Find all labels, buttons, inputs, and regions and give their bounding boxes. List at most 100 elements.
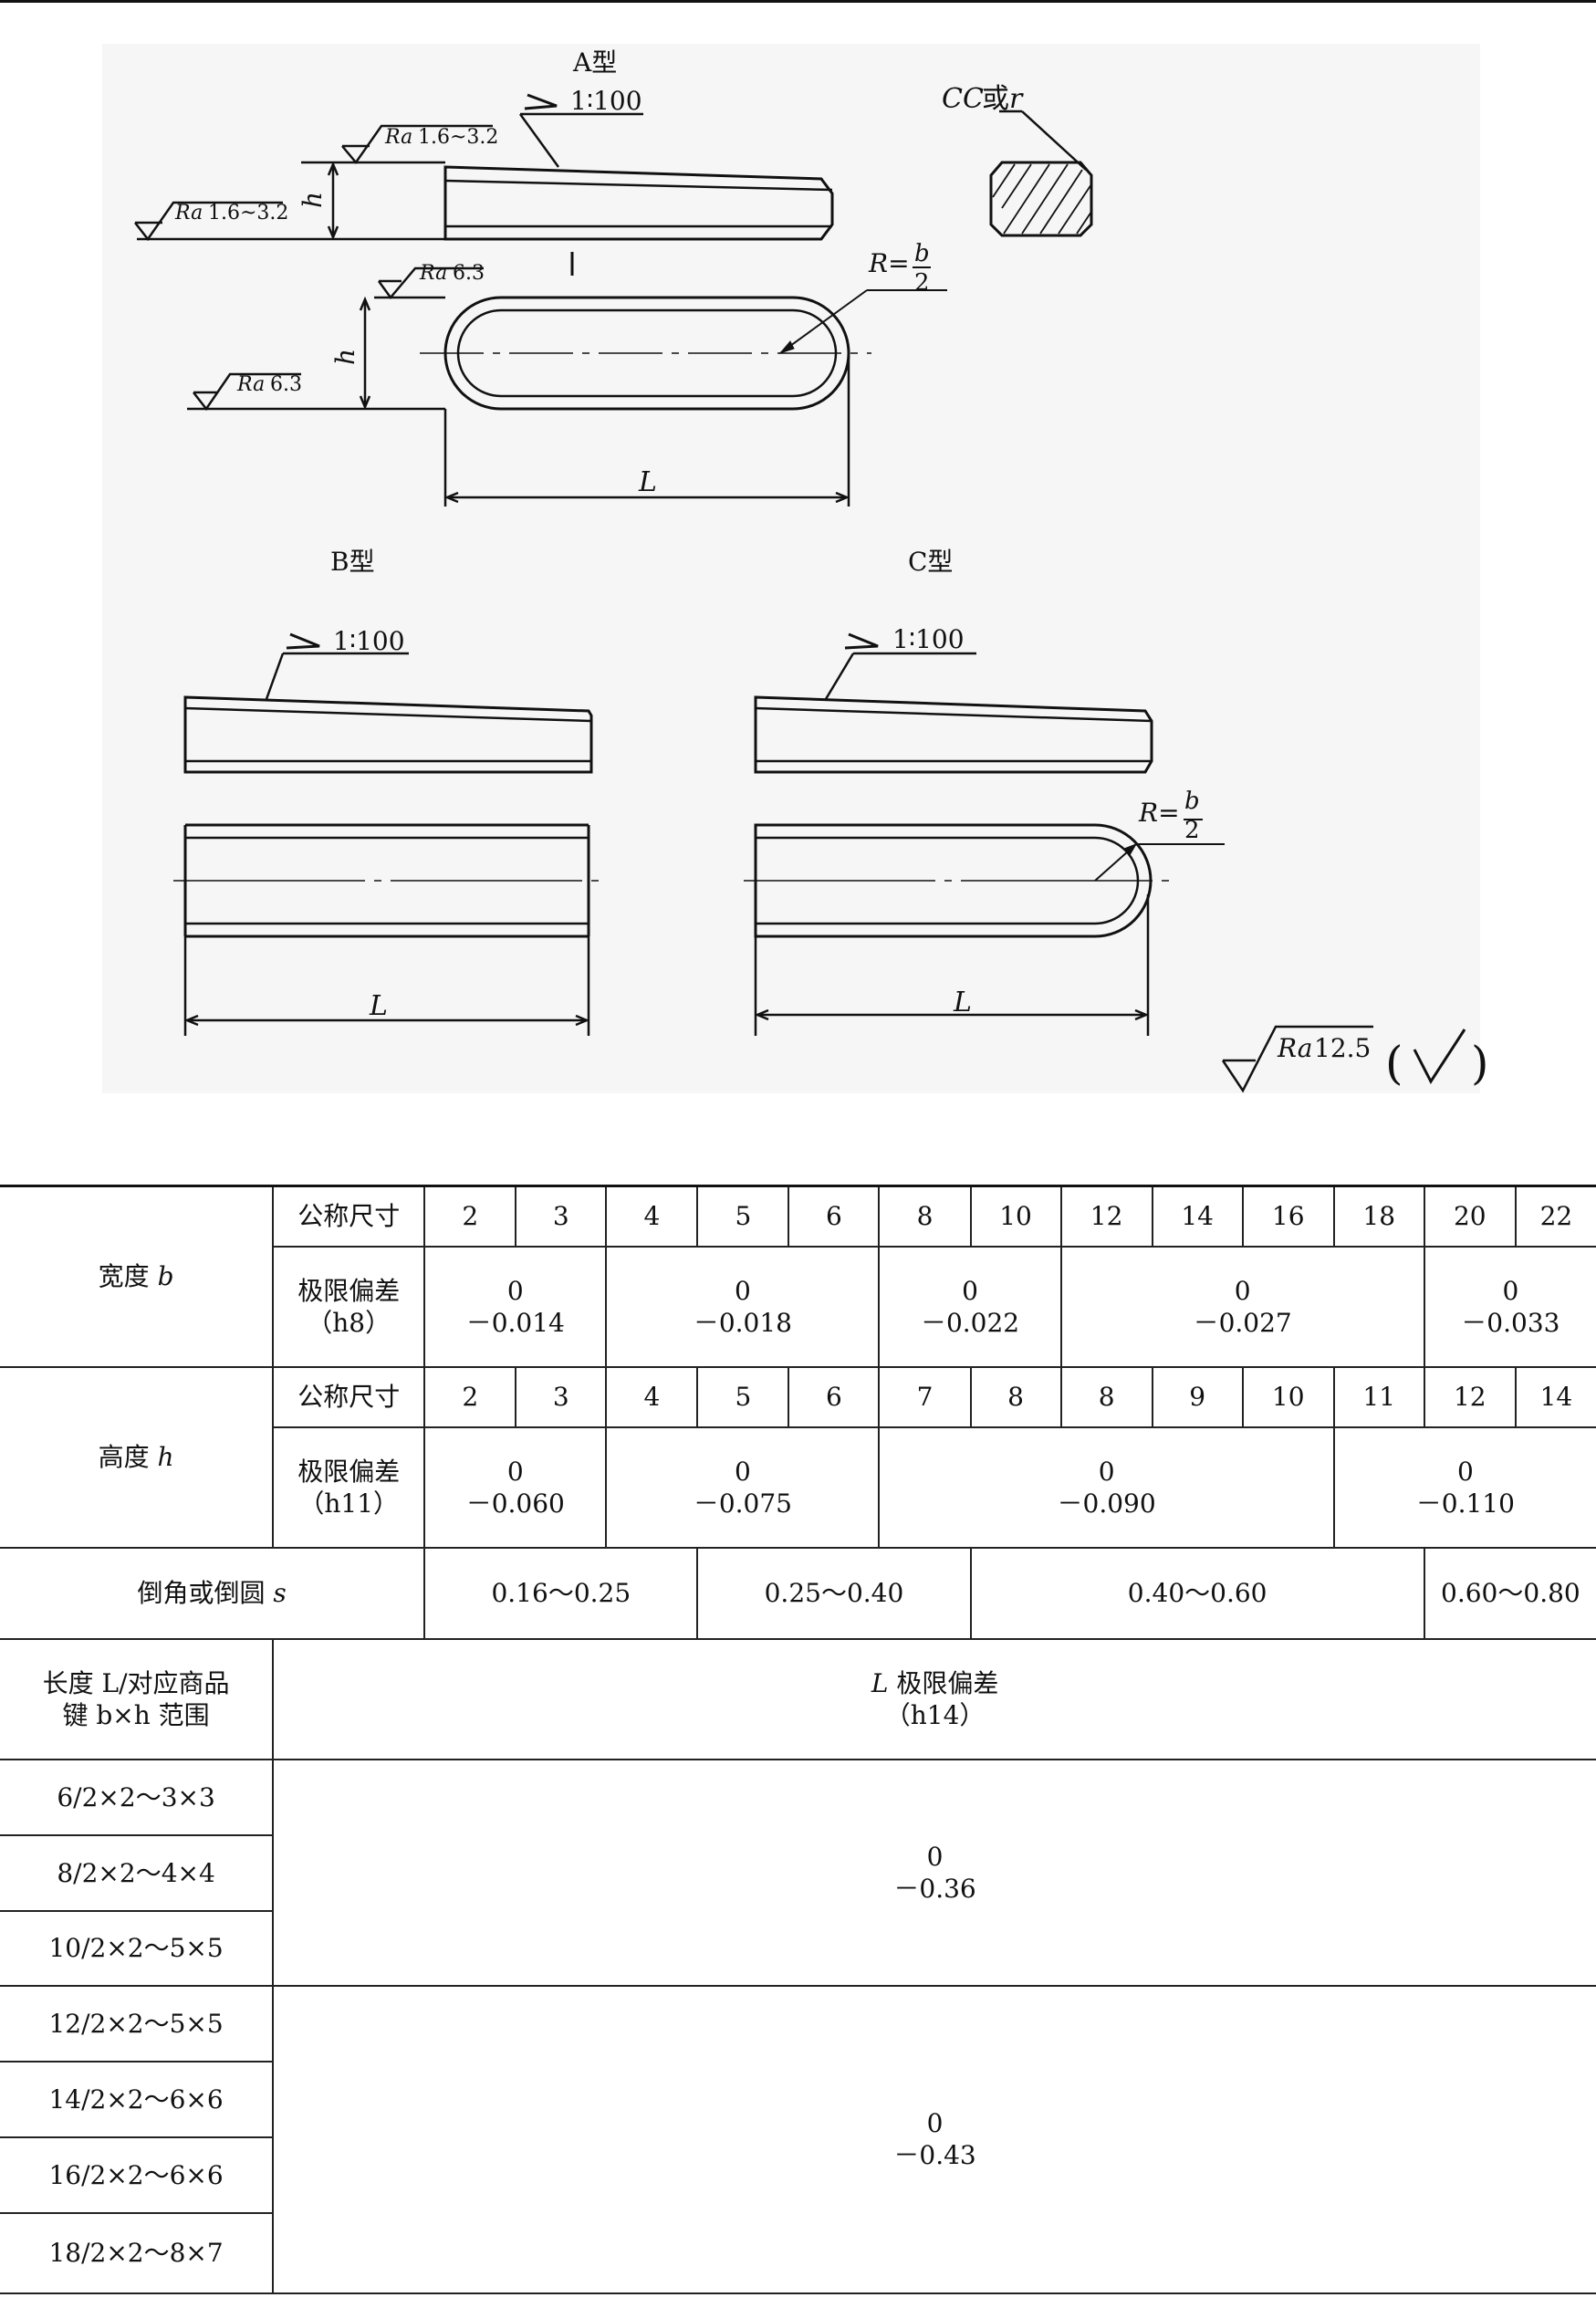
ra-plan-side-prefix: Ra [236, 373, 265, 396]
length-range-cell: 6/2×2～3×3 [0, 1758, 275, 1836]
width-deviation-cell: 0－0.033 [1423, 1245, 1596, 1368]
height-nominal-cell: 8 [1059, 1365, 1153, 1428]
section-r-label: r [1009, 83, 1024, 115]
height-nominal-cell: 2 [423, 1365, 517, 1428]
width-nominal-cell: 5 [696, 1185, 790, 1248]
b-L-label: L [369, 990, 388, 1022]
ra-top-value: 1.6~3.2 [418, 126, 498, 149]
width-nominal-cell: 2 [423, 1185, 517, 1248]
chamfer-cell: 0.16～0.25 [423, 1546, 699, 1640]
height-nominal-cell: 7 [878, 1365, 972, 1428]
length-range-cell: 16/2×2～6×6 [0, 2136, 275, 2214]
a-radius-R: R= [868, 248, 910, 278]
ra-general-prefix: Ra [1277, 1033, 1312, 1063]
width-nominal-cell: 22 [1514, 1185, 1596, 1248]
width-nominal-cell: 3 [515, 1185, 608, 1248]
a-radius-2: 2 [914, 269, 930, 297]
c-radius-b: b [1184, 788, 1200, 815]
b-taper-symbol [286, 632, 320, 650]
a-radius-b: b [914, 240, 930, 267]
b-taper-ratio: 1∶100 [333, 626, 405, 656]
width-nominal-cell: 20 [1423, 1185, 1517, 1248]
chamfer-cell: 0.25～0.40 [696, 1546, 972, 1640]
ra-plan-top-prefix: Ra [419, 262, 447, 285]
width-nominal-cell: 18 [1332, 1185, 1425, 1248]
width-deviation-cell: 0－0.014 [423, 1245, 608, 1368]
ra-general-value: 12.5 [1314, 1033, 1371, 1063]
height-nominal-cell: 5 [696, 1365, 790, 1428]
a-type-plan-view [420, 296, 871, 411]
type-c-label: C型 [908, 547, 953, 577]
type-a-label: A型 [572, 47, 617, 78]
section-cc-label: CC [942, 83, 984, 115]
width-nominal-cell: 10 [969, 1185, 1062, 1248]
width-nominal-cell: 16 [1241, 1185, 1335, 1248]
height-nominal-cell: 4 [605, 1365, 699, 1428]
L-deviation-header: L 极限偏差（h14） [272, 1637, 1596, 1760]
height-nominal-cell: 3 [515, 1365, 608, 1428]
length-row-header: 长度 L/对应商品键 b×h 范围 [0, 1637, 275, 1760]
c-radius-R: R= [1138, 798, 1180, 828]
height-deviation-cell: 0－0.075 [605, 1426, 881, 1549]
a-side-h-label: h [297, 192, 328, 208]
width-nominal-label: 公称尺寸 [272, 1185, 426, 1248]
height-nominal-cell: 9 [1151, 1365, 1244, 1428]
ra-plan-side-symbol [193, 372, 301, 412]
section-or-label: 或 [982, 83, 1009, 115]
c-L-label: L [953, 987, 972, 1018]
height-nominal-cell: 11 [1332, 1365, 1425, 1428]
height-deviation-cell: 0－0.090 [878, 1426, 1335, 1549]
c-type-side-view [754, 695, 1153, 774]
a-plan-h-label: h [330, 349, 360, 365]
length-range-cell: 14/2×2～6×6 [0, 2060, 275, 2138]
height-row-header: 高度 h [0, 1365, 275, 1549]
ra-paren-open: ( [1385, 1037, 1403, 1090]
height-nominal-cell: 6 [788, 1365, 881, 1428]
ra-check-icon [1413, 1029, 1466, 1084]
chamfer-row-header: 倒角或倒圆 s [0, 1546, 426, 1640]
height-deviation-label: 极限偏差（h11） [272, 1426, 426, 1549]
c-taper-ratio: 1∶100 [892, 624, 965, 654]
ra-side-symbol [134, 201, 283, 242]
width-deviation-label: 极限偏差（h8） [272, 1245, 426, 1368]
ra-plan-top-symbol [377, 266, 484, 300]
ra-plan-top-value: 6.3 [453, 262, 485, 285]
key-drawing: A型 1∶100 CC 或 r Ra 1.6~3.2 Ra 1.6~3.2 Ra… [102, 44, 1489, 1093]
chamfer-cell: 0.60～0.80 [1423, 1546, 1596, 1640]
ra-paren-close: ) [1471, 1037, 1489, 1090]
a-L-label: L [638, 466, 657, 498]
type-b-label: B型 [330, 547, 375, 577]
width-nominal-cell: 14 [1151, 1185, 1244, 1248]
length-range-cell: 18/2×2～8×7 [0, 2211, 275, 2294]
width-nominal-cell: 12 [1059, 1185, 1153, 1248]
ra-side-prefix: Ra [174, 202, 203, 225]
L-deviation-group-1: 0－0.36 [272, 1758, 1596, 1987]
key-spec-table: 宽度 b 公称尺寸 2 3 4 5 6 8 10 12 14 16 18 20 … [0, 1185, 1596, 2294]
length-range-cell: 8/2×2～4×4 [0, 1833, 275, 1912]
length-range-cell: 10/2×2～5×5 [0, 1909, 275, 1987]
width-nominal-cell: 6 [788, 1185, 881, 1248]
chamfer-cell: 0.40～0.60 [969, 1546, 1425, 1640]
ra-top-prefix: Ra [384, 126, 412, 149]
a-type-section [989, 110, 1093, 237]
height-deviation-cell: 0－0.060 [423, 1426, 608, 1549]
width-nominal-cell: 8 [878, 1185, 972, 1248]
width-row-header: 宽度 b [0, 1185, 275, 1368]
height-nominal-label: 公称尺寸 [272, 1365, 426, 1428]
ra-side-value: 1.6~3.2 [208, 202, 288, 225]
ra-top-symbol [341, 124, 493, 165]
drawing-background [102, 44, 1480, 1093]
c-radius-2: 2 [1184, 817, 1200, 844]
width-deviation-cell: 0－0.027 [1059, 1245, 1425, 1368]
height-nominal-cell: 8 [969, 1365, 1062, 1428]
height-nominal-cell: 14 [1514, 1365, 1596, 1428]
c-taper-symbol [844, 632, 879, 650]
height-deviation-cell: 0－0.110 [1332, 1426, 1596, 1549]
top-rule [0, 0, 1596, 3]
width-nominal-cell: 4 [605, 1185, 699, 1248]
c-type-plan-view [744, 823, 1173, 938]
height-nominal-cell: 12 [1423, 1365, 1517, 1428]
a-taper-symbol [524, 93, 558, 110]
ra-general-symbol [1221, 1025, 1373, 1093]
a-taper-ratio: 1∶100 [570, 86, 642, 116]
